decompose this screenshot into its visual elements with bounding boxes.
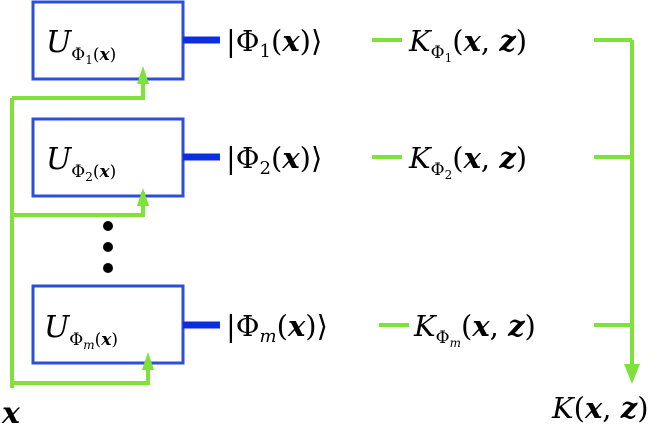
unitary-box-row-1 <box>31 0 185 81</box>
kernel-label-row-m: KΦm(x, z) <box>413 309 536 350</box>
output-arrowhead <box>624 364 640 384</box>
unitary-box-row-2 <box>31 117 185 198</box>
unitary-boxes <box>31 0 185 365</box>
state-label-row-1: |Φ1(x)⟩ <box>226 24 322 62</box>
kernel-label-row-1: KΦ1(x, z) <box>408 24 527 65</box>
unitary-label-row-1: UΦ1(x) <box>46 25 116 67</box>
unitary-label-row-m: UΦm(x) <box>44 310 118 352</box>
unitary-box-row-m <box>31 284 185 365</box>
output-wiring <box>594 38 634 365</box>
output-label: K(x, z) <box>551 391 649 425</box>
inner-arrow-tips <box>137 66 154 370</box>
state-label-row-m: |Φm(x)⟩ <box>226 309 328 347</box>
unitary-label-row-2: UΦ2(x) <box>46 142 116 184</box>
kernel-label-row-2: KΦ2(x, z) <box>408 141 527 182</box>
state-kernel-wires <box>372 38 409 327</box>
input-label: x <box>1 396 21 430</box>
state-label-row-2: |Φ2(x)⟩ <box>226 141 322 179</box>
vertical-ellipsis <box>103 221 113 273</box>
blue-wires <box>183 36 220 329</box>
